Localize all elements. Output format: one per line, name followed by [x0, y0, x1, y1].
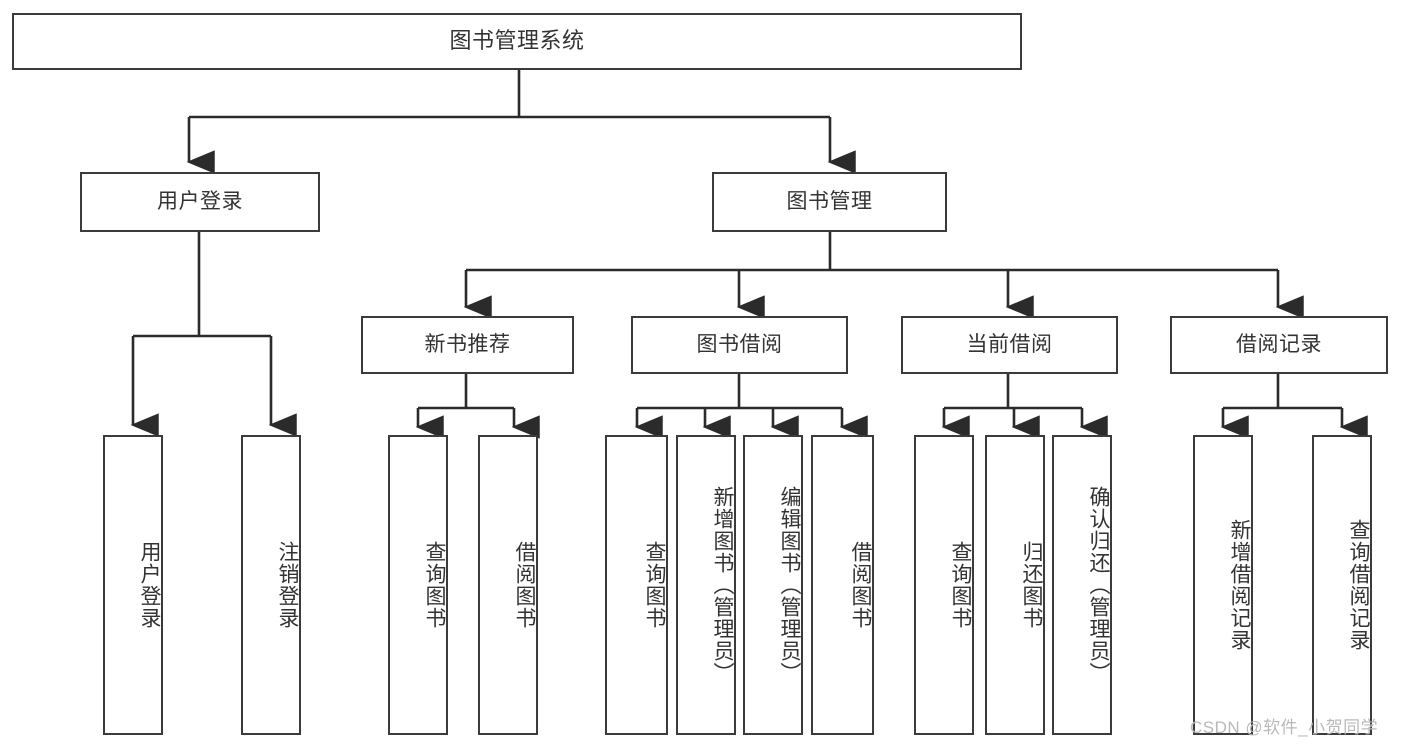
node-root-system[interactable]: 图书管理系统 — [12, 13, 1022, 70]
leaf-book-borrow-add-admin[interactable]: 新增图书（管理员） — [676, 435, 736, 735]
leaf-user-login-login[interactable]: 用户登录 — [103, 435, 163, 735]
csdn-watermark: CSDN @软件_小贺同学 — [1190, 718, 1379, 737]
leaf-book-borrow-query[interactable]: 查询图书 — [605, 435, 668, 735]
leaf-book-borrow-edit-admin[interactable]: 编辑图书（管理员） — [743, 435, 803, 735]
leaf-current-borrow-confirm-admin[interactable]: 确认归还（管理员） — [1052, 435, 1112, 735]
leaf-book-borrow-borrow[interactable]: 借阅图书 — [811, 435, 874, 735]
leaf-current-borrow-query[interactable]: 查询图书 — [914, 435, 974, 735]
node-new-book-recommend[interactable]: 新书推荐 — [361, 316, 574, 374]
node-book-borrow[interactable]: 图书借阅 — [631, 316, 848, 374]
leaf-borrow-record-add[interactable]: 新增借阅记录 — [1193, 435, 1253, 735]
leaf-new-book-borrow[interactable]: 借阅图书 — [478, 435, 538, 735]
node-user-login[interactable]: 用户登录 — [80, 172, 320, 232]
node-book-management[interactable]: 图书管理 — [712, 172, 947, 232]
node-borrow-record[interactable]: 借阅记录 — [1170, 316, 1388, 374]
leaf-borrow-record-query[interactable]: 查询借阅记录 — [1312, 435, 1372, 735]
node-current-borrow[interactable]: 当前借阅 — [901, 316, 1118, 374]
leaf-new-book-query[interactable]: 查询图书 — [388, 435, 448, 735]
leaf-user-login-logout[interactable]: 注销登录 — [241, 435, 301, 735]
leaf-current-borrow-return[interactable]: 归还图书 — [985, 435, 1045, 735]
